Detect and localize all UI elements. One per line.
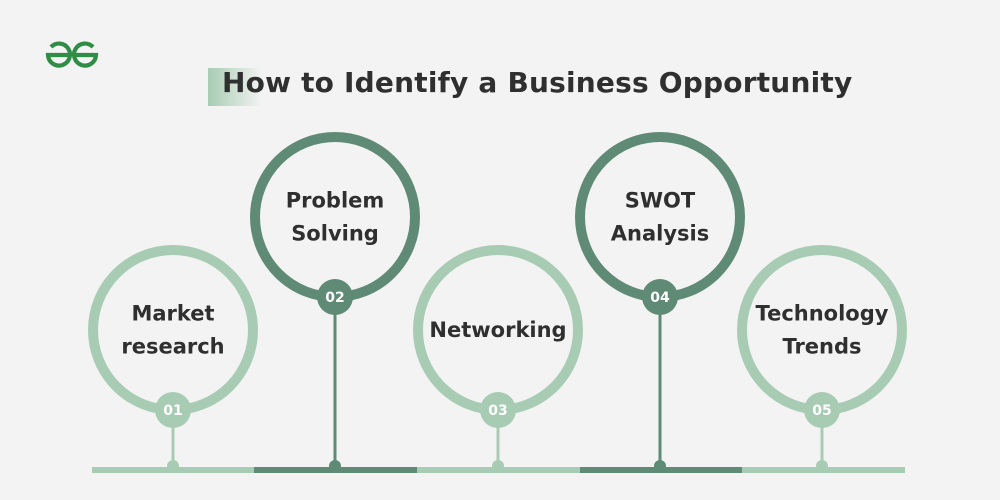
step-number: 02 [325, 290, 344, 306]
step-number: 03 [488, 403, 507, 419]
step-label: Trends [782, 335, 861, 359]
step-number: 05 [812, 403, 831, 419]
step-label: SWOT [625, 189, 696, 213]
step-number-badge [155, 392, 191, 428]
step-label: Problem [286, 189, 385, 213]
gfg-logo [45, 41, 99, 68]
step-ring [250, 132, 420, 302]
step-number: 04 [650, 290, 670, 306]
baseline-dot [329, 460, 341, 472]
step-connector [496, 410, 500, 470]
baseline-dot [492, 460, 504, 472]
step-number: 01 [163, 403, 182, 419]
step-ring [575, 132, 745, 302]
step-ring [88, 245, 258, 415]
step-connector [333, 297, 337, 470]
step-connector [658, 297, 662, 470]
step-number-badge [317, 279, 353, 315]
baseline-dot [654, 460, 666, 472]
step-label: Market [131, 302, 214, 326]
baseline-dot [816, 460, 828, 472]
step-label: Solving [291, 222, 379, 246]
baseline-dot [167, 460, 179, 472]
step-number-badge [480, 392, 516, 428]
page-title: How to Identify a Business Opportunity [222, 66, 853, 99]
step-label: research [121, 335, 224, 359]
step-number-badge [642, 279, 678, 315]
title-accent-bar [208, 68, 262, 106]
step-03: 03 Networking [413, 245, 583, 472]
step-number-badge [804, 392, 840, 428]
step-01: 01 Market research [88, 245, 258, 472]
step-ring [737, 245, 907, 415]
step-label: Technology [756, 302, 889, 326]
step-connector [171, 410, 175, 470]
step-label: Analysis [611, 222, 709, 246]
step-connector [820, 410, 824, 470]
step-04: 04 SWOT Analysis [575, 132, 745, 472]
step-label: Networking [429, 318, 566, 342]
